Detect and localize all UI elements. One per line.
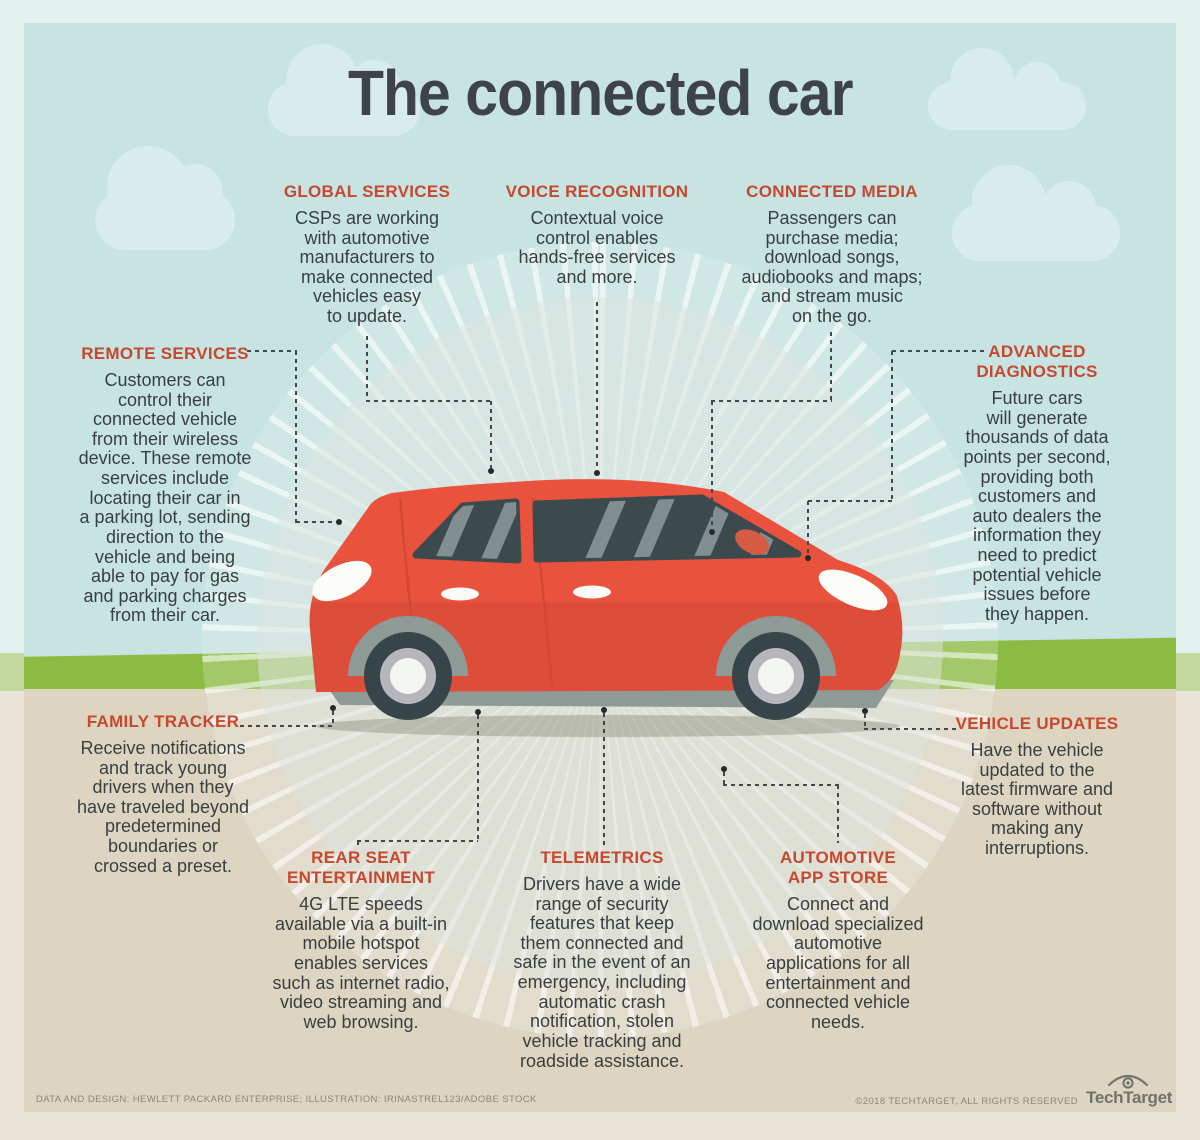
leader-dot: [805, 555, 811, 561]
leader-dot: [488, 468, 494, 474]
leader-segment: [490, 401, 492, 468]
car-illustration: [309, 479, 903, 737]
leader-segment: [296, 521, 336, 523]
callout-body: CSPs are working with automotive manufac…: [294, 208, 440, 327]
leader-segment: [891, 351, 893, 502]
leader-dot: [594, 470, 600, 476]
cloud-icon: [952, 165, 1120, 261]
leader-segment: [723, 772, 725, 785]
wheel-arch: [716, 616, 836, 677]
leader-dot: [709, 529, 715, 535]
callout-global-services: GLOBAL SERVICES CSPs are working with au…: [252, 182, 482, 327]
callout-body: Connect and download specialized automot…: [752, 894, 924, 1032]
callout-title: FAMILY TRACKER: [86, 712, 240, 731]
leader-segment: [247, 350, 297, 352]
leader-segment: [807, 501, 809, 555]
leader-segment: [366, 336, 368, 402]
callout-title: CONNECTED MEDIA: [746, 182, 918, 201]
callout-title: ADVANCED DIAGNOSTICS: [976, 342, 1098, 382]
leader-segment: [357, 840, 478, 842]
leader-segment: [240, 725, 334, 727]
callout-body: Contextual voice control enables hands-f…: [518, 208, 676, 287]
leader-segment: [357, 841, 359, 849]
callout-rear-seat-entertainment: REAR SEAT ENTERTAINMENT 4G LTE speeds av…: [246, 848, 476, 1032]
leader-segment: [603, 713, 605, 846]
leader-segment: [864, 728, 956, 730]
wheel-arch: [348, 616, 468, 677]
callout-body: 4G LTE speeds available via a built-in m…: [272, 894, 450, 1032]
car-shadow: [316, 715, 900, 737]
callout-title: AUTOMOTIVE APP STORE: [779, 848, 897, 888]
callout-voice-recognition: VOICE RECOGNITION Contextual voice contr…: [482, 182, 712, 287]
callout-title: REMOTE SERVICES: [81, 344, 249, 363]
leader-segment: [892, 350, 988, 352]
callout-vehicle-updates: VEHICLE UPDATES Have the vehicle updated…: [922, 714, 1152, 859]
leader-segment: [366, 400, 493, 402]
side-mirror: [735, 529, 769, 555]
cloud-icon: [95, 146, 235, 250]
scene: [24, 23, 1176, 1112]
callout-body: Customers can control their connected ve…: [78, 370, 252, 626]
leader-dot: [330, 705, 336, 711]
callout-title: REAR SEAT ENTERTAINMENT: [286, 848, 436, 888]
leader-dot: [721, 766, 727, 772]
page-title: The connected car: [347, 57, 854, 129]
door-handle: [441, 587, 479, 601]
callout-remote-services: REMOTE SERVICES Customers can control th…: [45, 344, 285, 626]
rear-wheel: [364, 632, 452, 720]
leader-segment: [711, 401, 713, 529]
front-wheel: [732, 632, 820, 720]
leader-dot: [601, 707, 607, 713]
leader-segment: [723, 784, 839, 786]
headlight: [818, 569, 888, 611]
callout-family-tracker: FAMILY TRACKER Receive notifications and…: [42, 712, 284, 876]
callout-title: VEHICLE UPDATES: [955, 714, 1119, 733]
door-handle: [573, 585, 611, 599]
callout-body: Future cars will generate thousands of d…: [963, 388, 1111, 624]
callout-advanced-diagnostics: ADVANCED DIAGNOSTICS Future cars will ge…: [922, 342, 1152, 624]
techtarget-logo: TechTarget: [1086, 1072, 1173, 1108]
callout-body: Have the vehicle updated to the latest f…: [960, 740, 1114, 859]
leader-dot: [475, 709, 481, 715]
callout-title: TELEMETRICS: [540, 848, 664, 867]
callout-telemetrics: TELEMETRICS Drivers have a wide range of…: [480, 848, 724, 1071]
cloud-icon: [268, 44, 420, 136]
leader-segment: [596, 302, 598, 470]
leader-segment: [295, 351, 297, 523]
leader-segment: [711, 400, 832, 402]
callout-body: Receive notifications and track young dr…: [76, 738, 250, 876]
leader-segment: [830, 332, 832, 402]
callout-title: VOICE RECOGNITION: [505, 182, 689, 201]
cloud-icon: [928, 48, 1086, 130]
copyright-text: ©2018 TECHTARGET, ALL RIGHTS RESERVED: [855, 1096, 1078, 1107]
leader-segment: [332, 711, 334, 726]
leader-segment: [864, 714, 866, 729]
leader-segment: [837, 785, 839, 843]
callout-body: Drivers have a wide range of security fe…: [513, 874, 691, 1071]
callout-title: GLOBAL SERVICES: [283, 182, 451, 201]
leader-segment: [477, 715, 479, 842]
taillight: [312, 560, 372, 602]
leader-dot: [336, 519, 342, 525]
leader-segment: [808, 500, 892, 502]
callout-connected-media: CONNECTED MEDIA Passengers can purchase …: [710, 182, 954, 327]
credits-text: DATA AND DESIGN: HEWLETT PACKARD ENTERPR…: [36, 1094, 537, 1105]
techtarget-logo-text: TechTarget: [1086, 1088, 1173, 1107]
leader-dot: [862, 708, 868, 714]
callout-body: Passengers can purchase media; download …: [741, 208, 923, 327]
callout-automotive-app-store: AUTOMOTIVE APP STORE Connect and downloa…: [723, 848, 953, 1032]
techtarget-eye-icon: [1107, 1074, 1149, 1089]
